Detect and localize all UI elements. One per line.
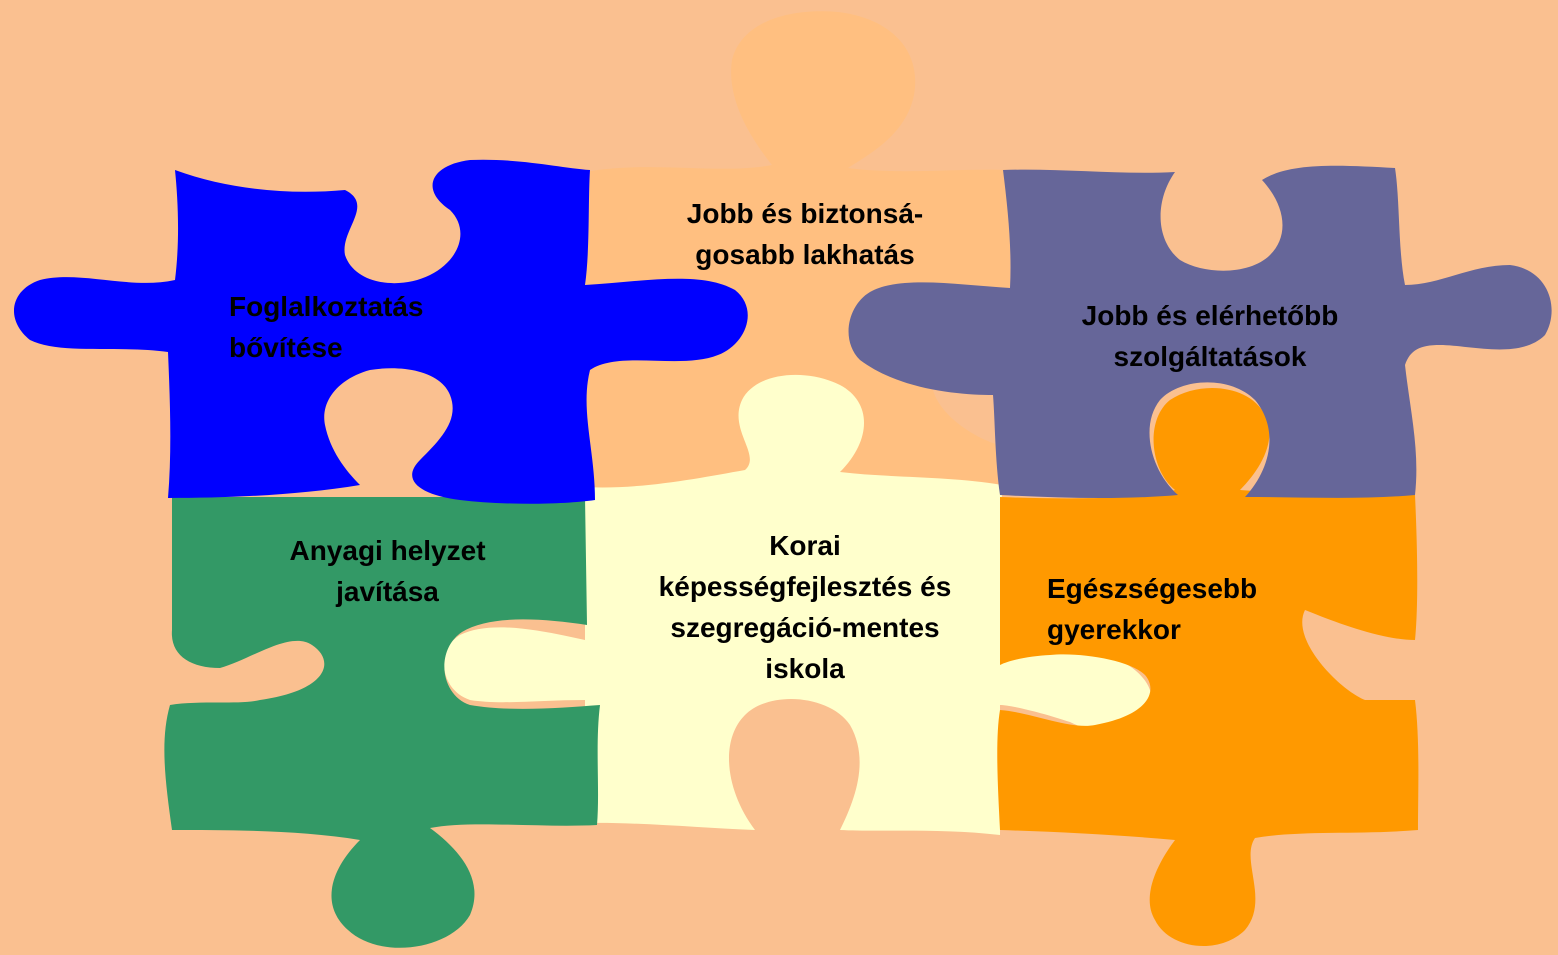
label-line: gosabb lakhatás xyxy=(695,239,915,270)
label-line: javítása xyxy=(336,576,439,607)
label-lakhatas: Jobb és biztonsá- gosabb lakhatás xyxy=(667,193,943,275)
puzzle-piece-egeszseg xyxy=(997,388,1419,947)
label-line: Anyagi helyzet xyxy=(289,535,486,566)
label-line: szolgáltatások xyxy=(1113,341,1307,372)
puzzle-piece-szolgaltatasok xyxy=(848,165,1552,499)
label-line: bővítése xyxy=(229,332,343,363)
label-line: Jobb és elérhetőbb xyxy=(1081,300,1339,331)
label-szolgaltatasok: Jobb és elérhetőbb szolgáltatások xyxy=(1060,295,1360,377)
puzzle-piece-anyagi xyxy=(164,497,601,948)
label-line: képességfejlesztés és xyxy=(658,571,952,602)
label-anyagi: Anyagi helyzet javítása xyxy=(270,530,505,612)
label-line: Foglalkoztatás xyxy=(229,291,424,322)
label-korai: Korai képességfejlesztés és szegregáció-… xyxy=(640,525,970,689)
puzzle-piece-foglalkoztatas xyxy=(13,159,748,504)
label-foglalkoztatas: Foglalkoztatás bővítése xyxy=(229,286,423,368)
label-line: szegregáció-mentes xyxy=(670,612,940,643)
label-egeszseg: Egészségesebb gyerekkor xyxy=(1047,568,1257,650)
label-line: Egészségesebb xyxy=(1047,573,1258,604)
label-line: Korai xyxy=(769,530,841,561)
label-line: iskola xyxy=(765,653,845,684)
label-line: Jobb és biztonsá- xyxy=(686,198,924,229)
label-line: gyerekkor xyxy=(1047,614,1181,645)
puzzle-piece-korai xyxy=(443,374,1152,835)
